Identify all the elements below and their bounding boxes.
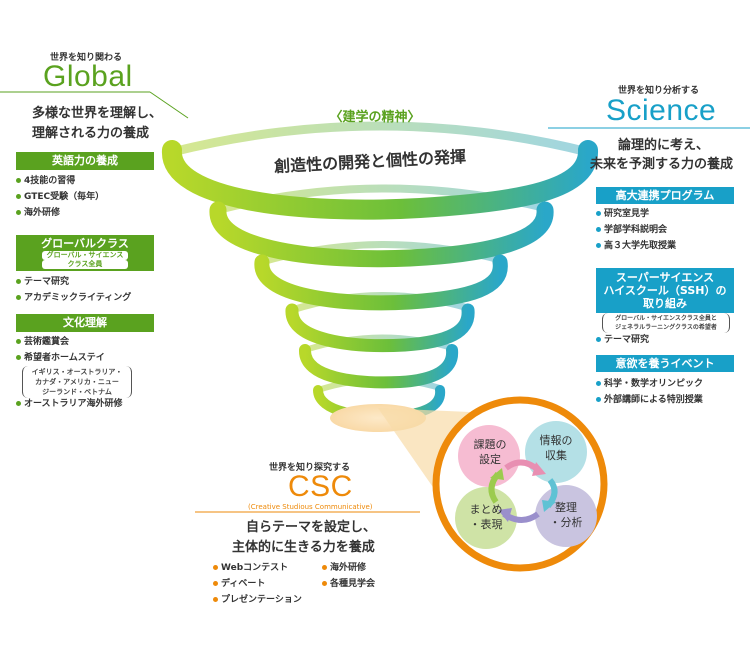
list-item: GTEC受験（毎年） [16,189,104,205]
science-section-1-list: 研究室見学 学部学科説明会 高３大学先取授業 [596,206,676,254]
list-item: ディベート [213,576,302,592]
list-item: オーストラリア海外研修 [16,396,123,412]
science-desc-1: 論理的に考え、 [618,138,710,153]
founding-spirit-caption: 〈建学の精神〉 [329,110,421,125]
ring-front-2 [209,201,554,268]
science-section-1-header: 高大連携プログラム [596,187,734,204]
list-item: Webコンテスト [213,560,302,576]
global-caption: 世界を知り関わる [50,53,123,63]
cycle-bubble-4 [455,487,517,549]
global-desc-1: 多様な世界を理解し、 [32,106,163,121]
global-title: Global [43,60,133,93]
global-section-3-list-last: オーストラリア海外研修 [16,396,123,412]
list-item: アカデミックライティング [16,290,131,306]
list-item: 研究室見学 [596,206,676,222]
list-item: 芸術鑑賞会 [16,334,105,350]
csc-list-left: Webコンテスト ディベート プレゼンテーション [213,560,302,608]
global-section-3-list: 芸術鑑賞会 希望者ホームステイ [16,334,105,366]
csc-desc-1: 自らテーマを設定し、 [246,520,377,535]
csc-list-right: 海外研修 各種見学会 [322,560,375,592]
csc-desc-2: 主体的に生きる力を養成 [232,540,375,555]
science-section-2-list: テーマ研究 [596,332,649,348]
list-item: 希望者ホームステイ [16,350,105,366]
list-item: テーマ研究 [596,332,649,348]
cycle-step-3: 整理・分析 [549,501,583,529]
cycle-step-1: 課題の設定 [473,438,507,466]
list-item: 外部講師による特別授業 [596,392,703,408]
ring-front-5 [299,344,459,389]
global-section-3-header: 文化理解 [16,314,154,332]
ring-front-4 [285,303,475,353]
science-section-3-header: 意欲を養うイベント [596,355,734,372]
list-item: 高３大学先取授業 [596,238,676,254]
ring-back-1 [170,121,590,157]
science-section-2-header: スーパーサイエンス ハイスクール（SSH）の 取り組み [596,268,734,313]
ssh-participants: グローバル・サイエンスクラス全員と ジェネラルラーニングクラスの希望者 [602,313,730,333]
science-title: Science [606,94,717,127]
list-item: 各種見学会 [322,576,375,592]
csc-caption: 世界を知り探究する [269,463,351,473]
homestay-countries: イギリス・オーストラリア・ カナダ・アメリカ・ニュー ジーランド・ベトナム [22,366,132,398]
list-item: 科学・数学オリンピック [596,376,703,392]
cycle-step-4: まとめ・表現 [469,503,503,531]
cycle-bubble-1 [458,425,520,487]
csc-title: CSC [288,470,353,503]
list-item: テーマ研究 [16,274,131,290]
ring-front-1 [162,140,598,220]
global-section-1-header: 英語力の養成 [16,152,154,170]
global-section-2-header: グローバルクラス グローバル・サイエンス クラス全員 [16,235,154,271]
science-desc-2: 未来を予測する力の養成 [590,157,734,172]
ring-front-3 [254,254,508,311]
list-item: 海外研修 [16,205,104,221]
list-item: 4技能の習得 [16,173,104,189]
global-section-2-list: テーマ研究 アカデミックライティング [16,274,131,306]
science-section-3-list: 科学・数学オリンピック 外部講師による特別授業 [596,376,703,408]
list-item: プレゼンテーション [213,592,302,608]
list-item: 学部学科説明会 [596,222,676,238]
cycle-step-2: 情報の収集 [539,434,573,462]
list-item: 海外研修 [322,560,375,576]
global-desc-2: 理解される力の養成 [32,126,150,141]
science-caption: 世界を知り分析する [618,86,700,96]
csc-subtitle: (Creative Studious Communicative) [248,503,373,511]
global-section-1-list: 4技能の習得 GTEC受験（毎年） 海外研修 [16,173,104,221]
